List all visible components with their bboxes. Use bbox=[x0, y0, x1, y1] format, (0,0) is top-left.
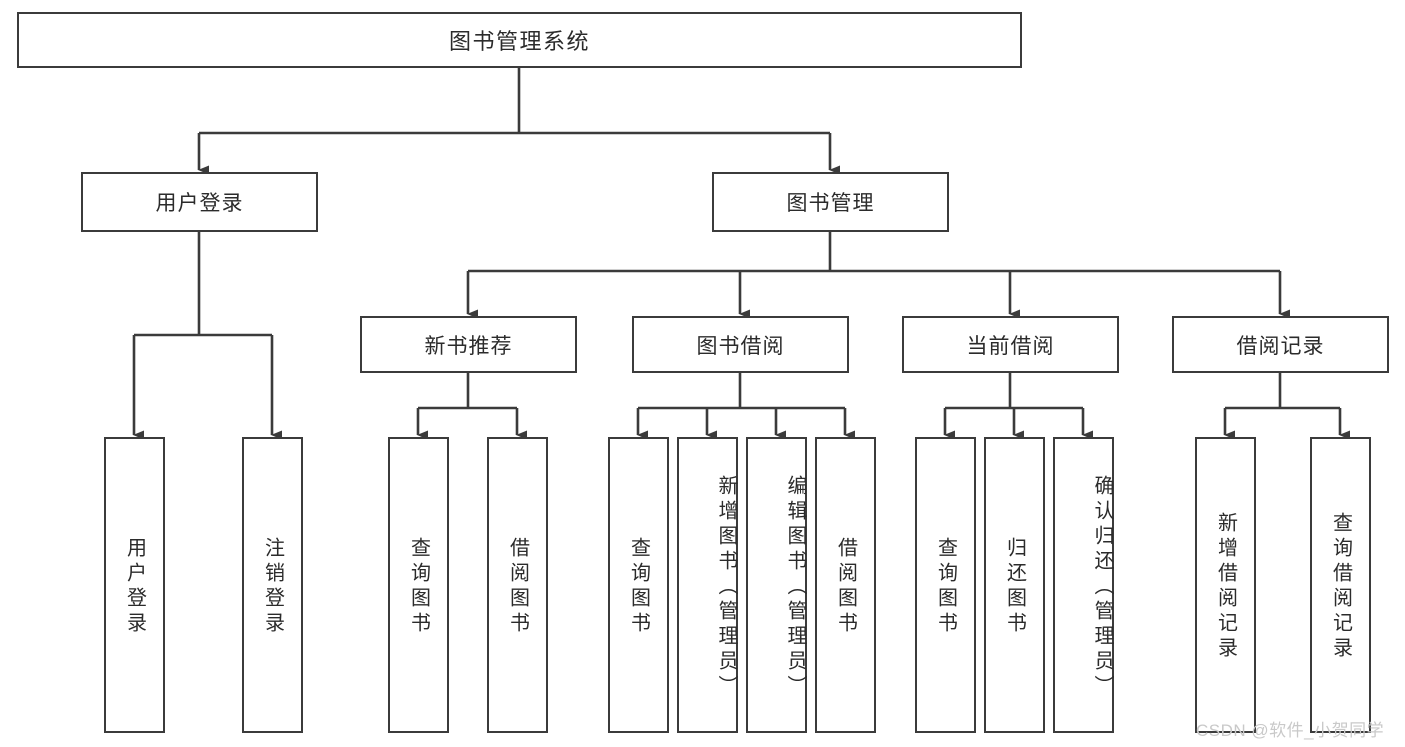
node-leaf-6[interactable]: 编辑图书（管理员） bbox=[746, 437, 807, 733]
node-leaf-7[interactable]: 借阅图书 bbox=[815, 437, 876, 733]
node-level3-2[interactable]: 当前借阅 bbox=[902, 316, 1119, 373]
node-label: 注销登录 bbox=[261, 537, 284, 637]
node-label: 图书管理 bbox=[786, 192, 875, 215]
node-label: 新书推荐 bbox=[424, 334, 513, 358]
node-leaf-4[interactable]: 查询图书 bbox=[608, 437, 669, 733]
node-leaf-10[interactable]: 确认归还（管理员） bbox=[1053, 437, 1114, 733]
node-leaf-3[interactable]: 借阅图书 bbox=[487, 437, 548, 733]
node-leaf-9[interactable]: 归还图书 bbox=[984, 437, 1045, 733]
node-label: 查询借阅记录 bbox=[1329, 512, 1352, 662]
node-leaf-8[interactable]: 查询图书 bbox=[915, 437, 976, 733]
node-label: 图书管理系统 bbox=[448, 29, 590, 54]
node-leaf-2[interactable]: 查询图书 bbox=[388, 437, 449, 733]
node-label: 用户登录 bbox=[155, 192, 244, 215]
node-level3-3[interactable]: 借阅记录 bbox=[1172, 316, 1389, 373]
node-level3-0[interactable]: 新书推荐 bbox=[360, 316, 577, 373]
node-leaf-12[interactable]: 查询借阅记录 bbox=[1310, 437, 1371, 733]
node-level2-1[interactable]: 图书管理 bbox=[712, 172, 949, 232]
node-root-图书管理系统[interactable]: 图书管理系统 bbox=[17, 12, 1022, 68]
node-label: 确认归还（管理员） bbox=[1091, 474, 1113, 700]
node-level2-0[interactable]: 用户登录 bbox=[81, 172, 318, 232]
node-label: 借阅图书 bbox=[506, 537, 529, 637]
node-label: 查询图书 bbox=[627, 537, 650, 637]
node-label: 当前借阅 bbox=[966, 334, 1055, 358]
node-label: 查询图书 bbox=[934, 537, 957, 637]
csdn-watermark: CSDN @软件_小贺同学 bbox=[1196, 721, 1385, 740]
node-leaf-0[interactable]: 用户登录 bbox=[104, 437, 165, 733]
node-label: 新增借阅记录 bbox=[1214, 512, 1237, 662]
node-label: 查询图书 bbox=[407, 537, 430, 637]
node-label: 编辑图书（管理员） bbox=[784, 474, 806, 700]
node-label: 归还图书 bbox=[1003, 537, 1026, 637]
node-leaf-1[interactable]: 注销登录 bbox=[242, 437, 303, 733]
node-label: 借阅图书 bbox=[834, 537, 857, 637]
node-label: 用户登录 bbox=[123, 537, 146, 637]
node-label: 借阅记录 bbox=[1236, 334, 1325, 358]
node-label: 图书借阅 bbox=[696, 334, 785, 358]
node-leaf-11[interactable]: 新增借阅记录 bbox=[1195, 437, 1256, 733]
node-label: 新增图书（管理员） bbox=[715, 474, 737, 700]
node-level3-1[interactable]: 图书借阅 bbox=[632, 316, 849, 373]
node-leaf-5[interactable]: 新增图书（管理员） bbox=[677, 437, 738, 733]
